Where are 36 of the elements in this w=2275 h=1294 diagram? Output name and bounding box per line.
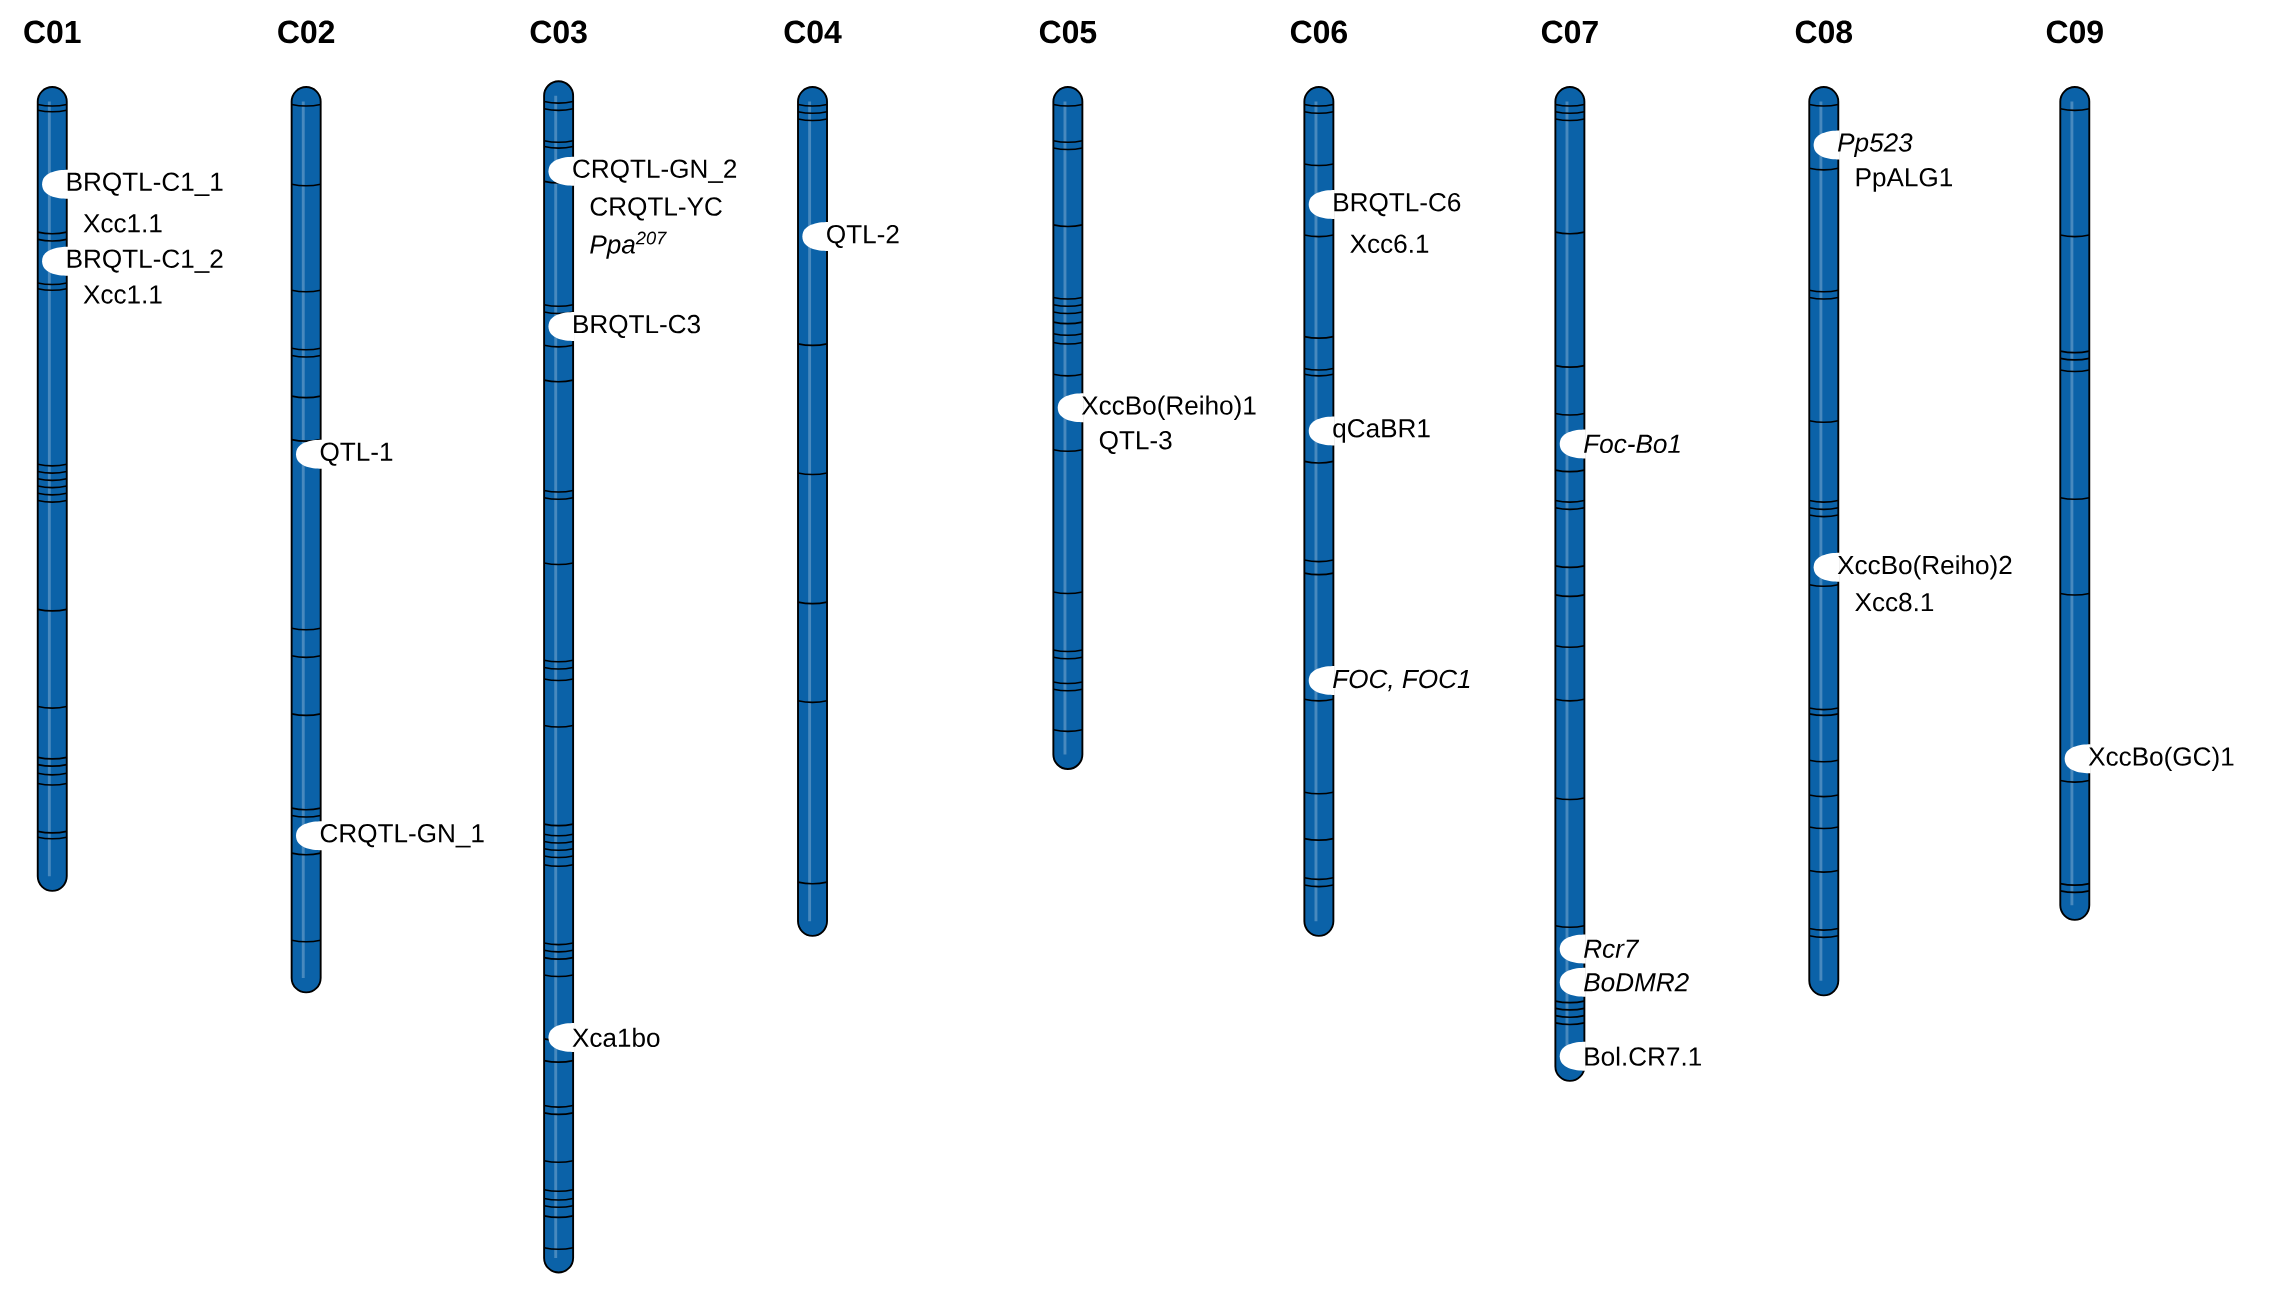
locus-label: Bol.CR7.1 (1585, 1046, 1701, 1066)
locus-label: XccBo(Reiho)2 (1837, 555, 2012, 580)
locus-label: Foc-Bo1 (1584, 434, 1680, 453)
locus-label: PpALG1 (1856, 168, 1952, 192)
locus-label: Rcr7 (1584, 939, 1640, 958)
locus-label: CRQTL-GN_2 (573, 159, 737, 183)
locus-label: BRQTL-C1_2 (67, 249, 223, 273)
locus-label: BRQTL-C3 (574, 314, 700, 338)
locus-label: Pp523 (1837, 133, 1913, 157)
locus-label: BoDMR2 (1584, 972, 1689, 992)
chromosome-label: C07 (1541, 20, 1598, 44)
locus-label: XccBo(GC)1 (2088, 746, 2234, 771)
locus-label: BRQTL-C6 (1334, 192, 1461, 217)
chromosome-label: C09 (2046, 20, 2103, 44)
locus-label: QTL-1 (320, 442, 393, 466)
locus-label: FOC, FOC1 (1333, 669, 1470, 692)
locus-label: qCaBR1 (1333, 419, 1430, 443)
chromosome-label: C02 (278, 20, 335, 44)
locus-label: Xcc1.1 (83, 285, 162, 304)
locus-label: Ppa$^{207}$ (590, 231, 667, 259)
locus-label: Xcc1.1 (83, 214, 162, 233)
locus-label: CRQTL-GN_1 (320, 823, 484, 848)
locus-label: BRQTL-C1_1 (67, 172, 223, 196)
chromosome-label: C01 (24, 20, 81, 44)
chromosome-label: C03 (530, 20, 587, 44)
locus-label: XccBo(Reiho)1 (1081, 395, 1256, 420)
chromosome-label: C08 (1795, 20, 1853, 44)
chromosome-label: C06 (1290, 20, 1347, 44)
locus-label: CRQTL-YC (590, 197, 722, 221)
chromosome-label: C04 (784, 20, 842, 44)
locus-label: Xcc6.1 (1350, 234, 1429, 253)
locus-label: QTL-2 (827, 224, 899, 248)
locus-label: Xca1bo (572, 1027, 660, 1047)
chromosome-label: C05 (1039, 20, 1097, 44)
locus-label: QTL-3 (1099, 430, 1172, 454)
locus-label: Xcc8.1 (1855, 592, 1934, 612)
